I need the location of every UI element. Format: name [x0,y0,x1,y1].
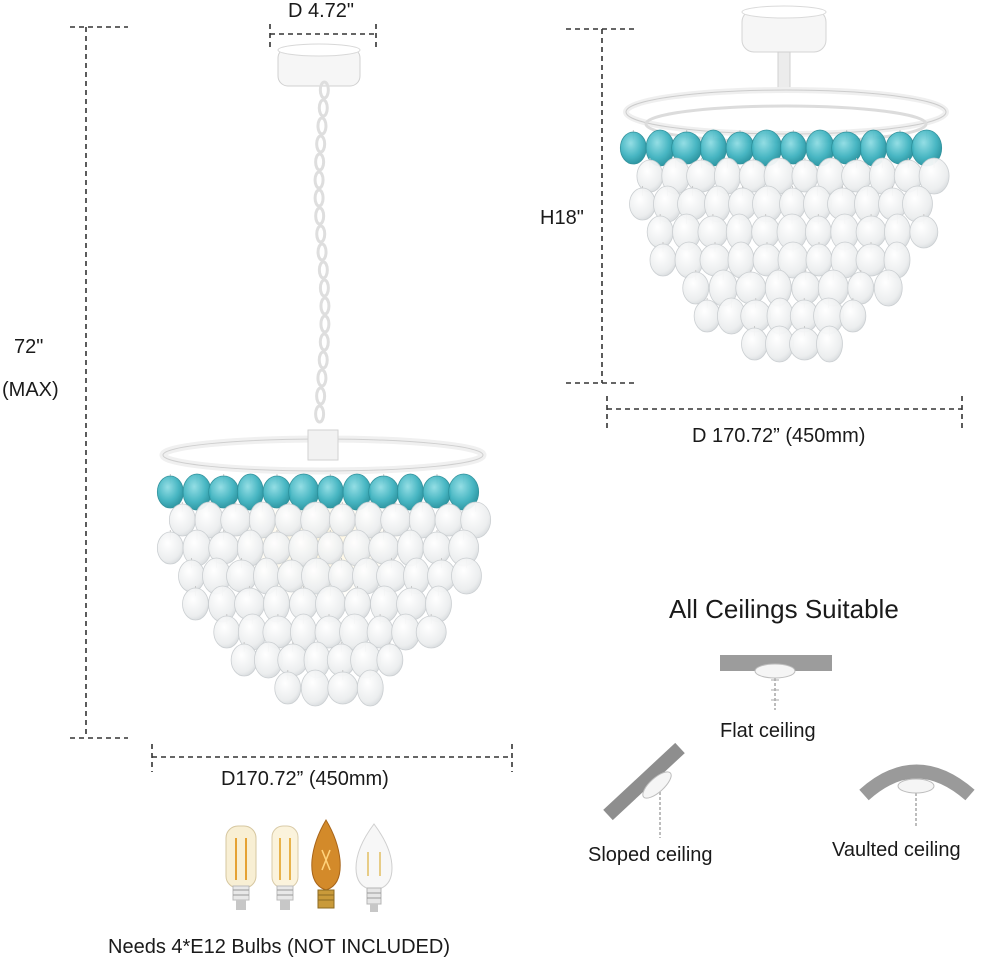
flat-ceiling-icon [720,655,832,710]
right-dimension-lines [566,28,963,428]
vaulted-ceiling-icon [859,764,975,828]
right-height-label: H18" [540,207,584,229]
bulbs-note: Needs 4*E12 Bulbs (NOT INCLUDED) [108,936,450,958]
top-diameter-dimension-line [269,24,377,50]
vaulted-ceiling-label: Vaulted ceiling [832,839,961,861]
flat-ceiling-label: Flat ceiling [720,720,816,742]
bulb-icons [225,819,393,912]
semi-flush-chandelier-photo [619,5,950,363]
bottom-diameter-dimension-line [151,744,513,772]
left-diameter-label: D170.72” (450mm) [221,768,389,790]
height-dimension-line [70,26,128,739]
height-max-label: 72" [14,336,44,358]
sloped-ceiling-label: Sloped ceiling [588,844,713,866]
ceilings-heading: All Ceilings Suitable [669,594,899,624]
sloped-ceiling-icon [603,742,685,838]
height-max-note: (MAX) [2,379,59,401]
top-diameter-label: D 4.72" [288,0,355,22]
pendant-chandelier-photo [156,43,492,707]
right-diameter-label: D 170.72” (450mm) [692,425,866,447]
